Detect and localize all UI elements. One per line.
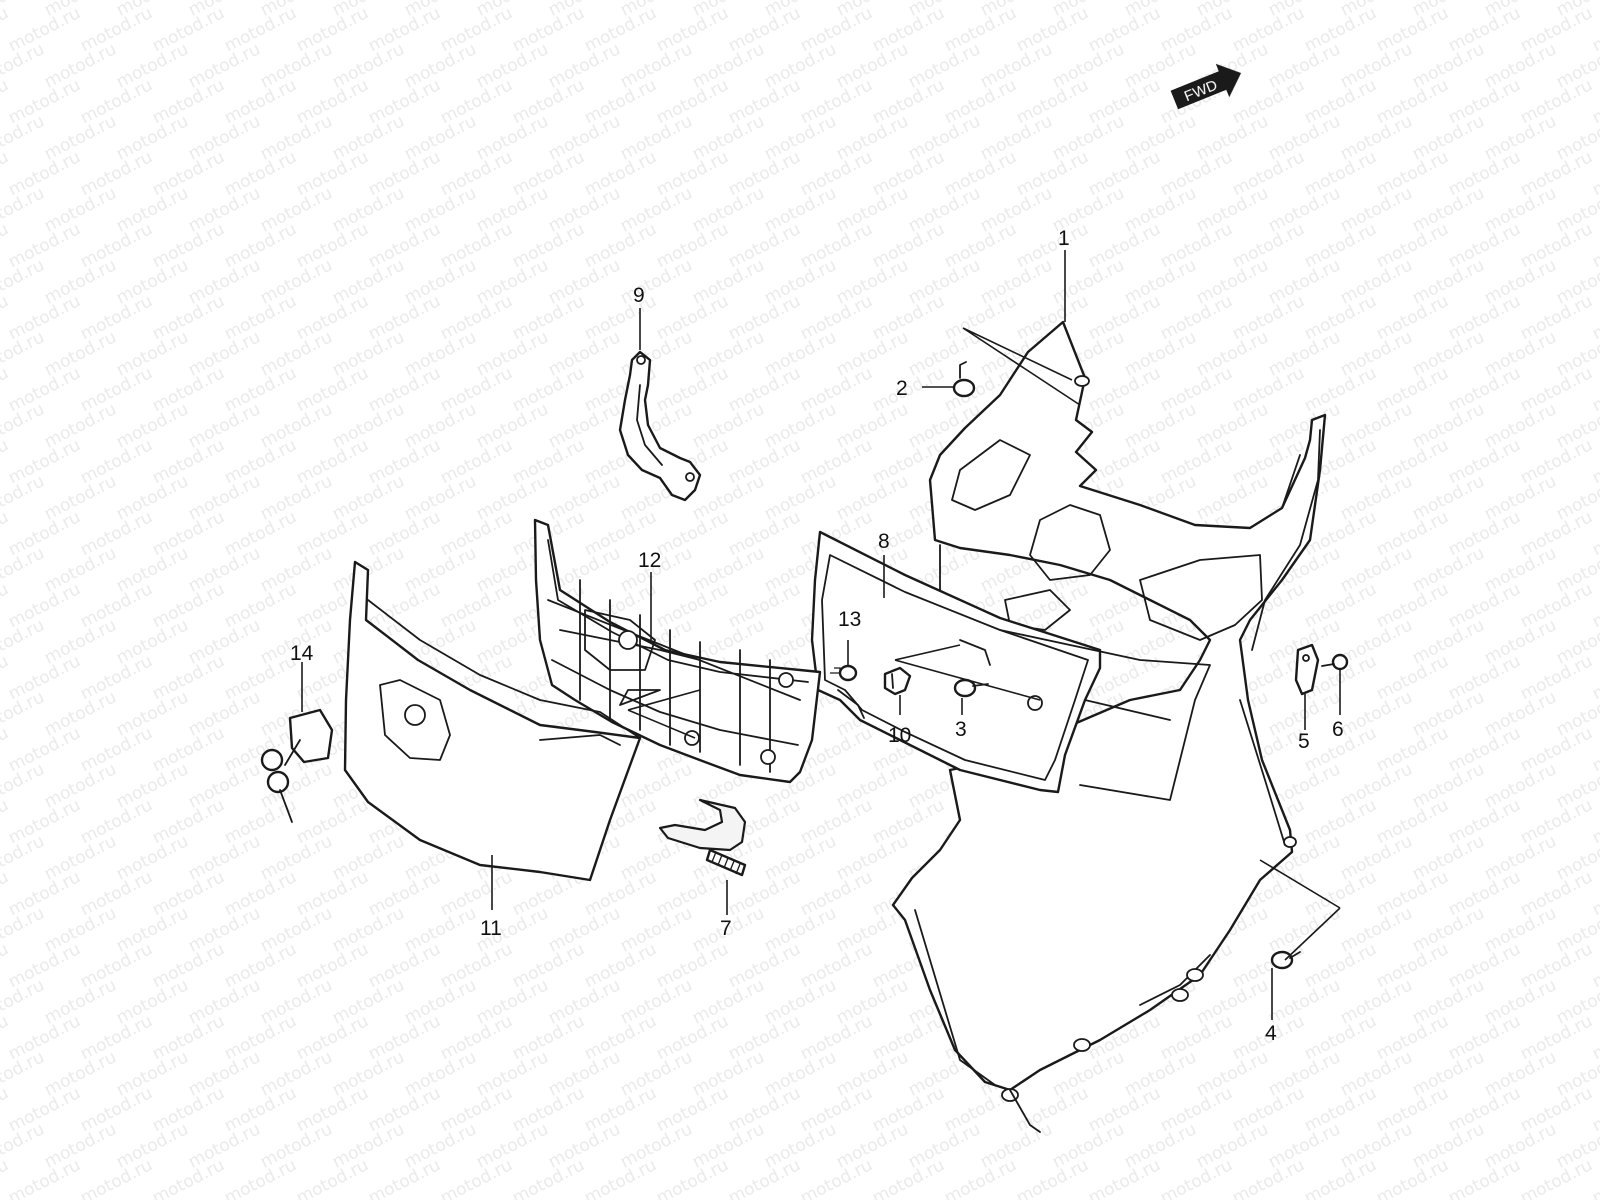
watermark-text: motod.ru bbox=[1589, 1083, 1600, 1136]
callout-10: 10 bbox=[888, 724, 911, 747]
callout-5: 5 bbox=[1298, 730, 1310, 753]
callout-4: 4 bbox=[1265, 1022, 1277, 1045]
part-9-bracket bbox=[618, 350, 702, 502]
callout-9: 9 bbox=[633, 284, 645, 307]
part-2-screw bbox=[952, 361, 976, 398]
watermark-text: motod.ru bbox=[1589, 507, 1600, 560]
watermark-text: motod.ru bbox=[1589, 363, 1600, 416]
part-7-stud bbox=[705, 848, 747, 877]
watermark-text: motod.ru bbox=[1589, 939, 1600, 992]
callout-11: 11 bbox=[480, 917, 502, 940]
callout-6: 6 bbox=[1332, 718, 1344, 741]
watermark-text: motod.ru bbox=[1589, 651, 1600, 704]
strap-line bbox=[837, 689, 865, 719]
watermark-text: motod.ru bbox=[1589, 219, 1600, 272]
watermark-text: motod.ru bbox=[1589, 867, 1600, 920]
watermark-text: motod.ru bbox=[1589, 723, 1600, 776]
callout-7: 7 bbox=[720, 917, 732, 940]
forward-arrow-icon bbox=[1170, 63, 1242, 110]
callout-2: 2 bbox=[896, 377, 908, 400]
part-5-clip bbox=[1294, 643, 1320, 696]
part-4-screw bbox=[1270, 950, 1301, 970]
watermark-text: motod.ru bbox=[1589, 75, 1600, 128]
callout-3: 3 bbox=[955, 718, 967, 741]
callout-8: 8 bbox=[878, 530, 890, 553]
watermark-text: motod.ru bbox=[1589, 3, 1600, 56]
part-11-front-cover bbox=[343, 560, 642, 882]
leader-lines bbox=[301, 250, 1341, 1020]
callout-labels: 1 2 3 4 5 6 7 8 9 10 11 12 13 14 bbox=[290, 227, 1344, 1045]
watermark-text: motod.ru bbox=[1589, 579, 1600, 632]
watermark-text: motod.ru bbox=[1589, 435, 1600, 488]
part-13-grommet bbox=[830, 664, 858, 682]
callout-13: 13 bbox=[838, 608, 861, 631]
watermark-text: motod.ru bbox=[1589, 1011, 1600, 1064]
watermark-text: motod.ru bbox=[1589, 147, 1600, 200]
part-14-key-lock bbox=[260, 708, 334, 823]
part-6-nut bbox=[1321, 653, 1349, 671]
watermark-text: motod.ru bbox=[1589, 795, 1600, 848]
watermark-text: motod.ru bbox=[1589, 1155, 1600, 1200]
callout-12: 12 bbox=[638, 549, 661, 572]
callout-14: 14 bbox=[290, 642, 314, 665]
callout-1: 1 bbox=[1058, 227, 1070, 250]
part-10-clip bbox=[883, 666, 912, 696]
watermark-text: motod.ru bbox=[1589, 291, 1600, 344]
